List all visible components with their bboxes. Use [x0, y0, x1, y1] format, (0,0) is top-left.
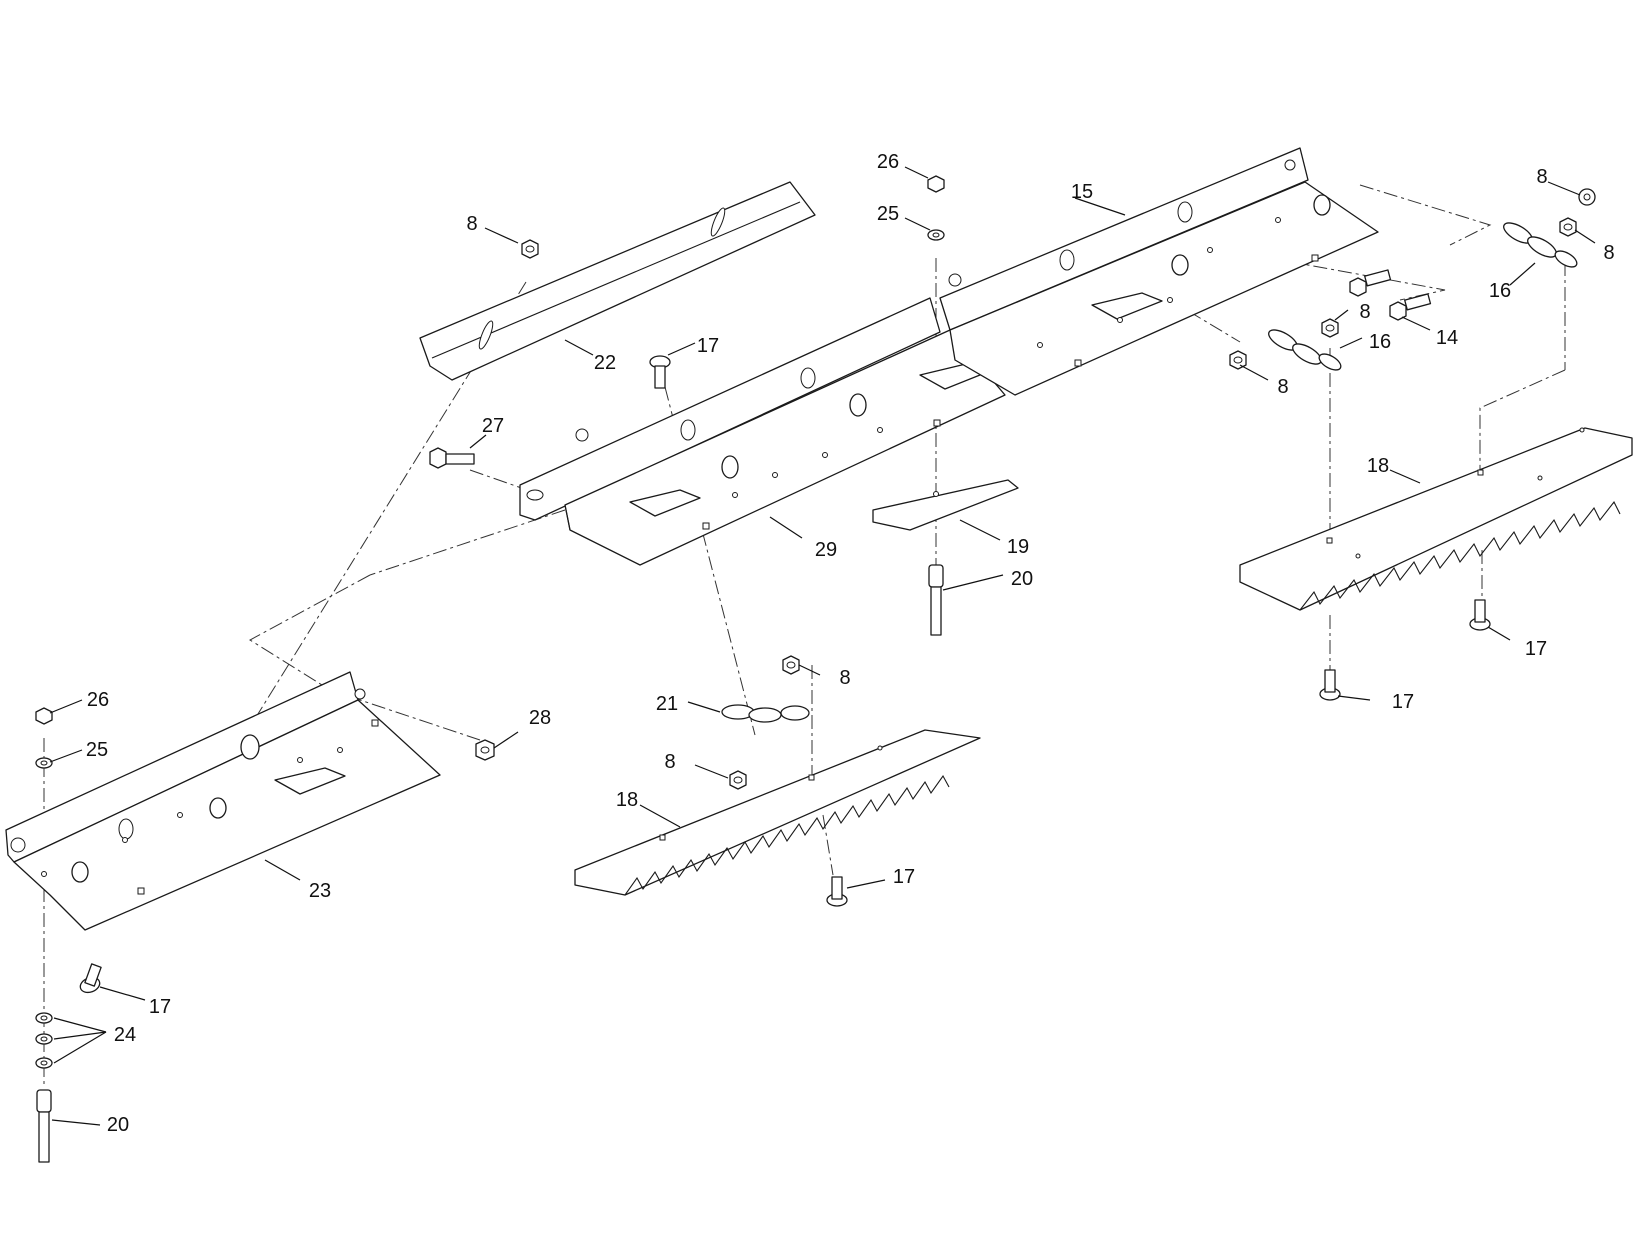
callout-24: 24	[114, 1024, 136, 1046]
callout-20: 20	[1011, 568, 1033, 590]
callout-17: 17	[1392, 691, 1414, 713]
callout-16: 16	[1489, 280, 1511, 302]
callout-17: 17	[149, 996, 171, 1018]
pin-20-left	[36, 1089, 52, 1163]
bolt-17-top	[649, 355, 671, 389]
bolt-17-right-b	[1319, 669, 1341, 701]
callout-21: 21	[656, 693, 678, 715]
callout-25: 25	[877, 203, 899, 225]
washer-25-top	[927, 229, 945, 241]
nut-26-top	[927, 175, 945, 193]
callout-8: 8	[1536, 166, 1547, 188]
part-22-strip	[419, 181, 816, 381]
callout-8: 8	[1603, 242, 1614, 264]
callout-20: 20	[107, 1114, 129, 1136]
callout-17: 17	[893, 866, 915, 888]
washer-25-left	[35, 757, 53, 769]
part-18-blade-center	[574, 729, 981, 896]
part-19-plate	[872, 479, 1019, 531]
callout-18: 18	[1367, 455, 1389, 477]
part-18-blade-right	[1239, 427, 1633, 611]
hardware	[35, 175, 1596, 1163]
callout-22: 22	[594, 352, 616, 374]
pin-20-mid	[928, 564, 944, 636]
nut-8-chain-mid	[1229, 350, 1247, 370]
chain-16-mid	[1268, 329, 1342, 371]
callout-labels: 8 22 17 27 29 26 25 15 19 20 8 8 16 8 16…	[86, 151, 1615, 1136]
washers-24	[35, 1012, 53, 1069]
callout-25: 25	[86, 739, 108, 761]
callout-17: 17	[697, 335, 719, 357]
callout-19: 19	[1007, 536, 1029, 558]
callout-27: 27	[482, 415, 504, 437]
callout-29: 29	[815, 539, 837, 561]
leader-lines	[49, 166, 1596, 1126]
callout-18: 18	[616, 789, 638, 811]
chain-16-right	[1503, 222, 1578, 268]
bolt-28	[475, 739, 495, 761]
nut-8-top-right-b	[1559, 217, 1577, 237]
assembly-centerlines	[43, 184, 1566, 1085]
bolt-14	[1389, 293, 1432, 321]
bolt-17-right-a	[1469, 599, 1491, 631]
bolt-14b	[1349, 269, 1392, 297]
nut-8-center-b	[729, 770, 747, 790]
part-15-bracket	[939, 147, 1379, 396]
callout-26: 26	[87, 689, 109, 711]
nut-8-top-right-a	[1578, 188, 1596, 206]
bolt-17-left	[79, 963, 102, 994]
callout-16: 16	[1369, 331, 1391, 353]
part-29-bracket	[519, 297, 1006, 566]
callout-15: 15	[1071, 181, 1093, 203]
callout-17: 17	[1525, 638, 1547, 660]
nut-8-center-a	[782, 655, 800, 675]
callout-8: 8	[466, 213, 477, 235]
callout-26: 26	[877, 151, 899, 173]
nut-26-left	[35, 707, 53, 725]
callout-8: 8	[664, 751, 675, 773]
bolt-27	[429, 447, 475, 469]
bolt-17-center	[826, 876, 848, 907]
callout-23: 23	[309, 880, 331, 902]
nut-8-top-left	[521, 239, 539, 259]
nut-8-mid-right	[1321, 318, 1339, 338]
callout-8: 8	[839, 667, 850, 689]
part-23-bracket	[5, 671, 441, 931]
callout-8: 8	[1359, 301, 1370, 323]
chain-21	[721, 704, 810, 723]
callout-14: 14	[1436, 327, 1458, 349]
callout-28: 28	[529, 707, 551, 729]
callout-8: 8	[1277, 376, 1288, 398]
